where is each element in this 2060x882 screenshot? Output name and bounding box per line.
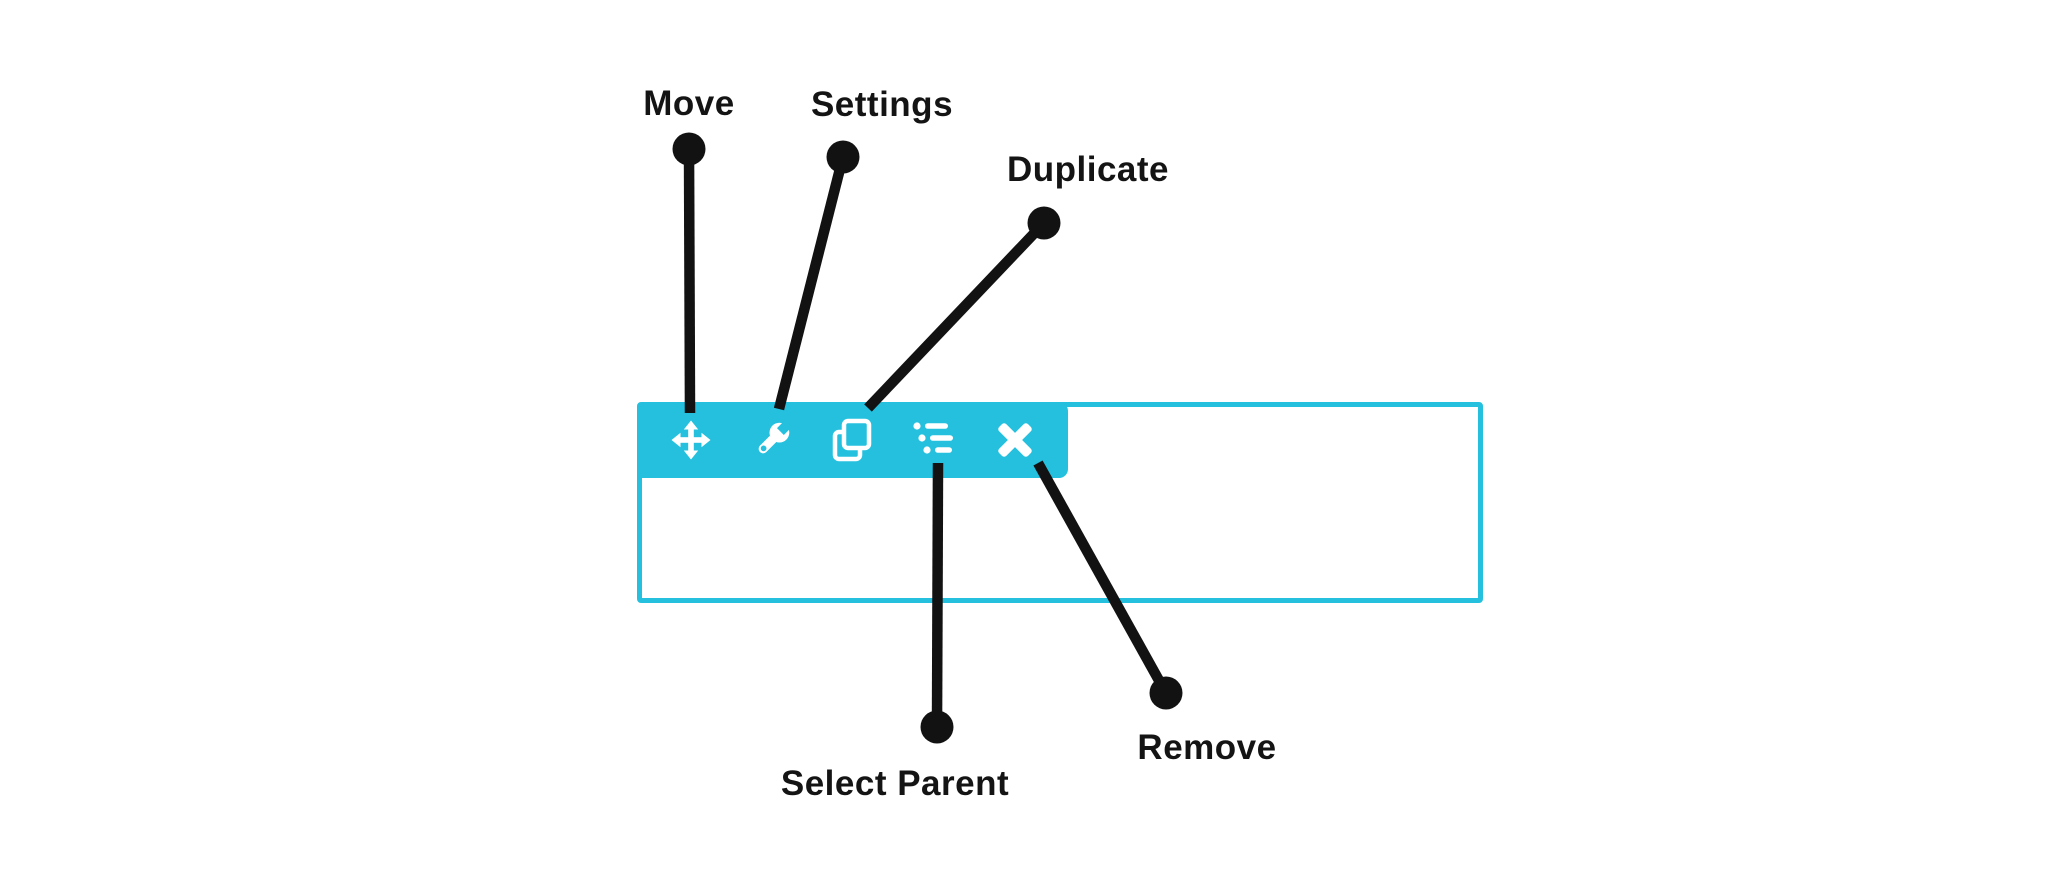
settings-button[interactable] xyxy=(752,418,792,462)
callout-line-duplicate xyxy=(864,219,1048,412)
label-remove: Remove xyxy=(1137,728,1277,767)
duplicate-button[interactable] xyxy=(831,416,875,464)
module-toolbar xyxy=(637,402,1068,478)
label-duplicate: Duplicate xyxy=(1006,150,1170,189)
list-icon xyxy=(911,419,957,461)
callout-dot-remove xyxy=(1149,676,1183,710)
label-move: Move xyxy=(643,84,735,123)
move-icon xyxy=(671,419,711,461)
callout-dot-duplicate xyxy=(1027,206,1061,240)
label-select-parent: Select Parent xyxy=(780,764,1010,803)
callout-line-settings xyxy=(773,155,849,411)
label-settings: Settings xyxy=(810,85,954,124)
callout-dot-select-parent xyxy=(920,710,954,744)
remove-button[interactable] xyxy=(995,418,1035,462)
callout-dot-settings xyxy=(826,140,860,174)
wrench-icon xyxy=(750,417,794,463)
select-parent-button[interactable] xyxy=(911,418,957,462)
copy-icon xyxy=(831,416,875,464)
callout-line-move xyxy=(683,148,696,414)
callout-dot-move xyxy=(672,132,706,166)
close-icon xyxy=(996,420,1034,460)
move-button[interactable] xyxy=(671,418,711,462)
